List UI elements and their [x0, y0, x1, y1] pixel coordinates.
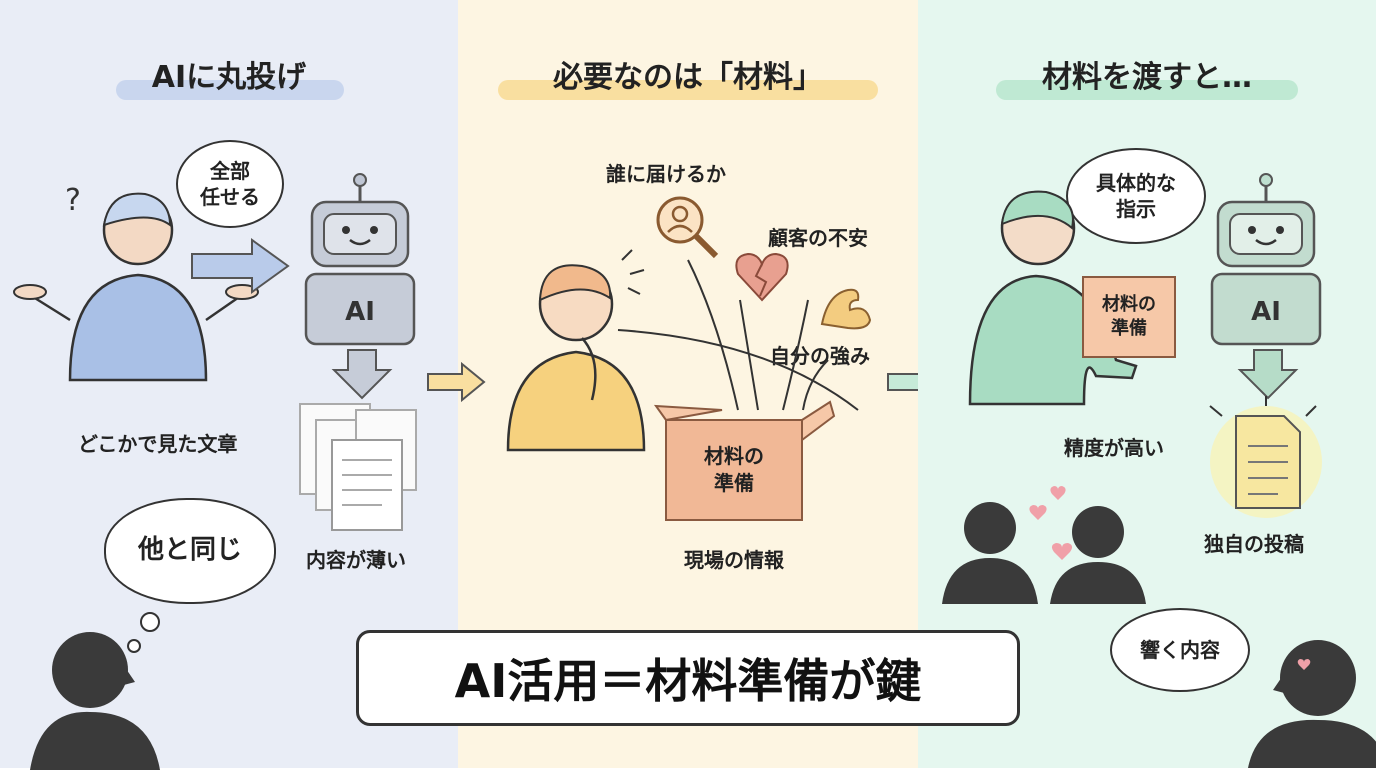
- arrow-down-icon: [331, 349, 393, 400]
- glowing-document-icon: [1209, 396, 1322, 518]
- item-target: 誰に届けるか: [606, 162, 726, 186]
- speech-bubble: 全部 任せる: [176, 140, 284, 228]
- magnifier-person-icon: [656, 196, 719, 259]
- flow-arrows: [617, 259, 859, 411]
- open-box-icon: [653, 400, 836, 521]
- speech-bubble: 具体的な 指示: [1066, 148, 1206, 244]
- thinking-person-icon: [506, 249, 646, 452]
- materials-box: 材料の 準備: [1082, 276, 1176, 358]
- panel-title: AIに丸投げ: [151, 60, 307, 95]
- accuracy-label: 精度が高い: [1064, 436, 1164, 460]
- title-highlight: [498, 80, 878, 100]
- robot-icon: AI: [1210, 173, 1322, 346]
- person-silhouette-icon: [30, 632, 160, 770]
- robot-icon: AI: [304, 173, 416, 346]
- svg-text:?: ?: [65, 183, 81, 218]
- robot-label: AI: [345, 297, 375, 327]
- confused-person-icon: ?: [13, 183, 259, 382]
- title-highlight: [996, 80, 1298, 100]
- field-info-label: 現場の情報: [684, 548, 784, 572]
- thought-dots: [127, 612, 160, 653]
- item-anxiety: 顧客の不安: [768, 226, 868, 250]
- arrow-right-icon: [191, 238, 290, 294]
- thin-content-label: 内容が薄い: [306, 548, 406, 572]
- robot-label: AI: [1251, 297, 1281, 327]
- title-highlight: [116, 80, 344, 100]
- item-strength: 自分の強み: [770, 344, 870, 368]
- panel-title: 必要なのは「材料」: [553, 60, 823, 95]
- materials-box: 材料の 準備: [704, 444, 764, 495]
- panel-ai-delegation: AIに丸投げ ? 全部 任せる AI どこかで見た文章 内容が薄い 他と同じ: [0, 0, 458, 770]
- document-stack-icon: [299, 403, 417, 531]
- generic-text-label: どこかで見た文章: [78, 432, 238, 456]
- person-silhouette-icon: [1248, 640, 1376, 768]
- thought-bubble: 他と同じ: [104, 498, 276, 604]
- arrow-down-icon: [1237, 349, 1299, 400]
- speech-bubble: 響く内容: [1110, 608, 1250, 692]
- original-post-label: 独自の投稿: [1204, 532, 1304, 556]
- flexed-arm-icon: [820, 288, 872, 330]
- panel-title: 材料を渡すと…: [1042, 60, 1252, 95]
- broken-heart-icon: [735, 252, 789, 302]
- arrow-right-icon: [427, 361, 486, 403]
- key-message-banner: AI活用＝材料準備が鍵: [356, 630, 1020, 726]
- audience-silhouettes-icon: [942, 486, 1146, 604]
